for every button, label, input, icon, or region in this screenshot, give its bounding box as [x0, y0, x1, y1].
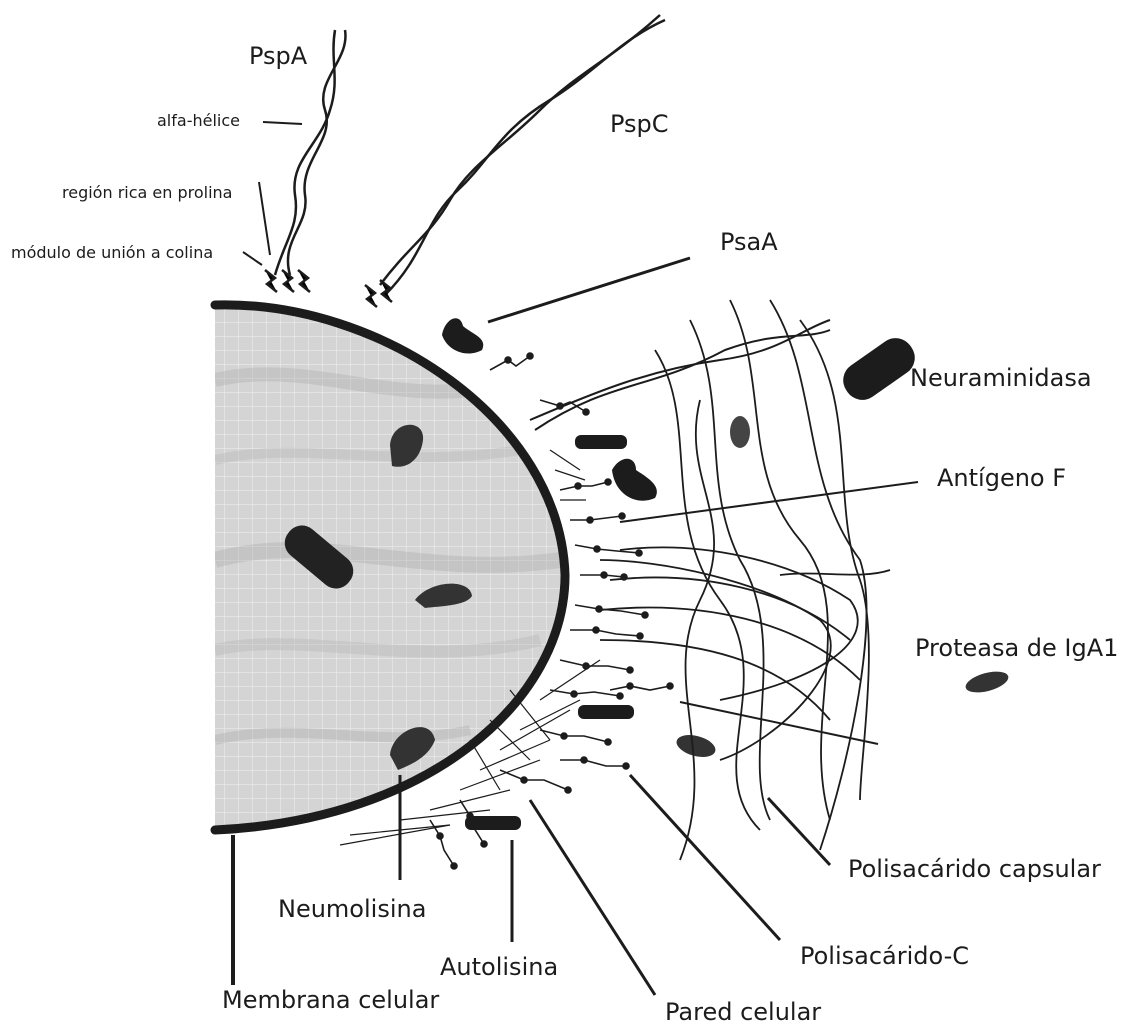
autolisina-rod [575, 435, 627, 449]
neuraminidasa-shape [836, 331, 922, 407]
label-neumolisina: Neumolisina [278, 897, 426, 921]
label-neuraminidasa: Neuraminidasa [910, 366, 1092, 390]
label-antigeno-f: Antígeno F [937, 466, 1066, 490]
surface-helix [530, 320, 830, 430]
cytoplasm [215, 305, 565, 830]
label-proteasa-iga1: Proteasa de IgA1 [915, 636, 1118, 660]
label-modulo-colina: módulo de unión a colina [11, 245, 213, 261]
label-pspa: PspA [249, 44, 307, 68]
autolisina-rod [578, 705, 634, 719]
pspa-choline-module [265, 270, 310, 292]
label-alfa-helice: alfa-hélice [157, 113, 240, 129]
label-region-prolina: región rica en prolina [62, 185, 232, 201]
label-autolisina: Autolisina [440, 955, 558, 979]
label-membrana-celular: Membrana celular [222, 988, 439, 1012]
proteasa-iga1-shape [963, 668, 1010, 697]
label-pared-celular: Pared celular [665, 1000, 821, 1024]
capsular-particle [674, 731, 718, 761]
pspc-helix [380, 15, 665, 295]
capsular-particle [730, 416, 750, 448]
label-psaa: PsaA [720, 230, 778, 254]
label-pspc: PspC [610, 112, 669, 136]
psaa-protein [442, 318, 483, 353]
label-polisacarido-capsular: Polisacárido capsular [848, 857, 1101, 881]
antigeno-f-protein [612, 459, 657, 501]
label-polisacarido-c: Polisacárido-C [800, 944, 969, 968]
